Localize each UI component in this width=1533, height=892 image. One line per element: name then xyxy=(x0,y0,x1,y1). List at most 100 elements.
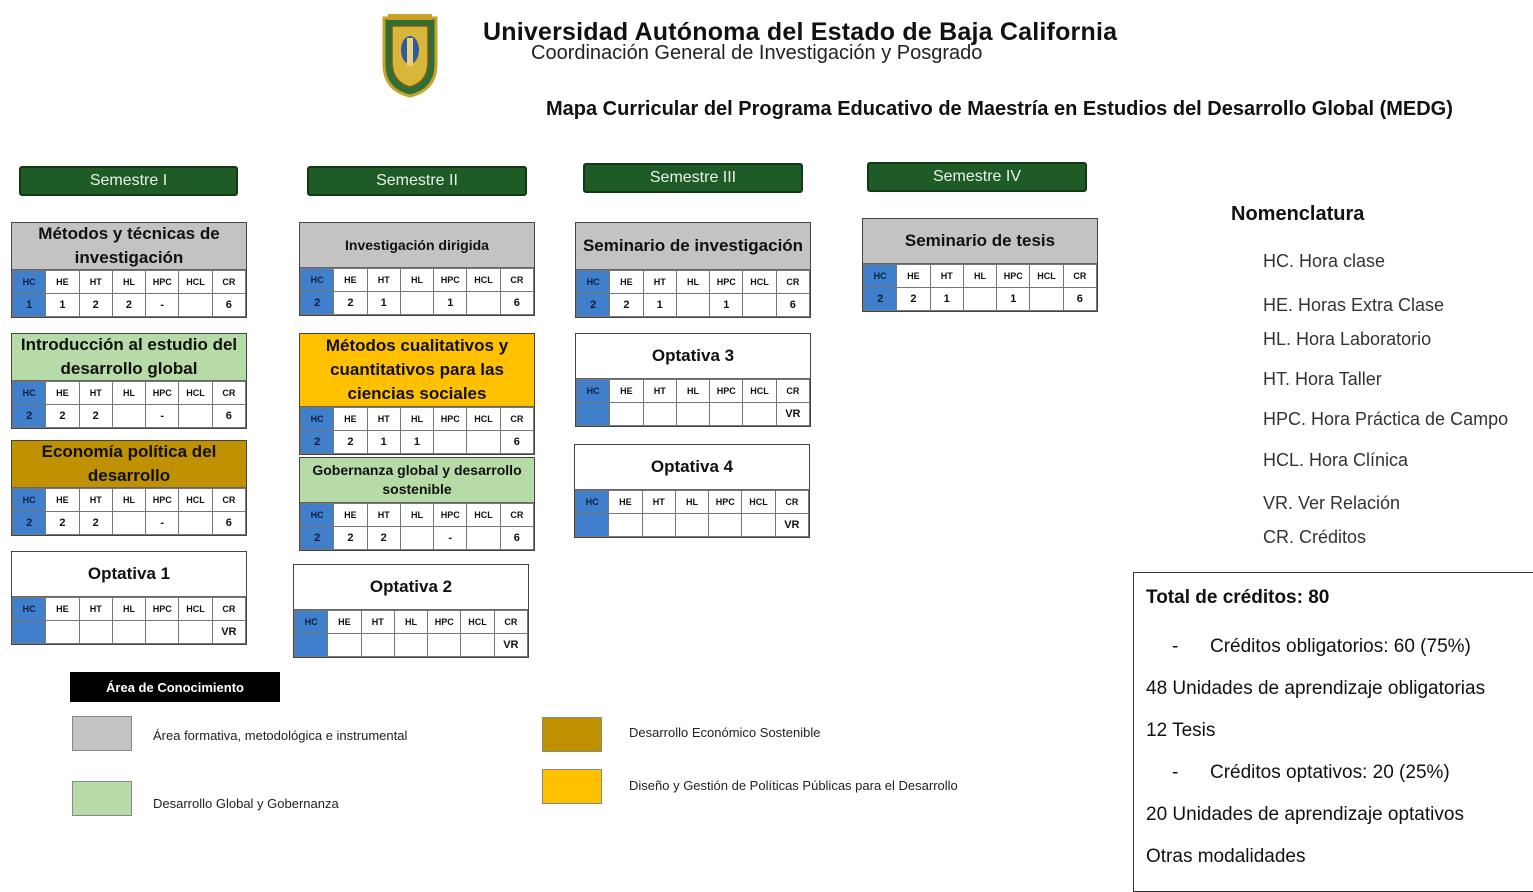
hour-value: VR xyxy=(774,513,810,537)
column-header: HPC xyxy=(433,407,468,431)
hour-value xyxy=(675,293,711,317)
column-header: HL xyxy=(111,488,147,512)
course-title: Métodos y técnicas de investigación xyxy=(12,223,246,270)
hour-value: 1 xyxy=(996,287,1031,311)
course-title: Economía política del desarrollo xyxy=(12,441,246,488)
hour-value: 6 xyxy=(499,291,535,315)
column-header: HPC xyxy=(433,268,468,292)
column-header: HT xyxy=(366,407,401,431)
optional-units: 20 Unidades de aprendizaje optativos xyxy=(1146,804,1464,825)
column-header: HC xyxy=(11,270,47,294)
hour-value: 1 xyxy=(399,430,435,454)
column-header: HL xyxy=(111,597,147,621)
hour-value xyxy=(178,511,213,535)
column-header: CR xyxy=(211,381,247,405)
hour-value: 1 xyxy=(709,293,744,317)
column-header: CR xyxy=(499,503,535,527)
hour-value: 2 xyxy=(333,291,368,315)
thesis-credits: 12 Tesis xyxy=(1146,720,1216,741)
column-header: HPC xyxy=(708,490,743,514)
hour-value xyxy=(111,620,147,644)
credits-bullet: - xyxy=(1172,762,1179,783)
hour-value xyxy=(674,513,710,537)
column-header: HT xyxy=(78,270,113,294)
legend-label: Área formativa, metodológica e instrumen… xyxy=(153,728,408,743)
hour-value xyxy=(111,511,147,535)
hour-value xyxy=(466,430,501,454)
course-title: Gobernanza global y desarrollo sostenibl… xyxy=(300,458,534,503)
column-header: HT xyxy=(929,264,964,288)
nomenclature-item: HL. Hora Laboratorio xyxy=(1263,329,1432,349)
hour-value xyxy=(393,633,429,657)
column-header: CR xyxy=(499,268,535,292)
column-header: HE xyxy=(333,503,368,527)
other-modalities: Otras modalidades xyxy=(1146,846,1306,867)
column-header: HC xyxy=(575,379,611,403)
column-header: HPC xyxy=(145,381,180,405)
nomenclature-item: CR. Créditos xyxy=(1263,527,1367,547)
hour-value: 2 xyxy=(45,404,80,428)
hour-value xyxy=(11,620,47,644)
hour-value xyxy=(709,402,744,426)
column-header: HE xyxy=(609,379,644,403)
hour-value xyxy=(78,620,113,644)
column-header: HL xyxy=(675,379,711,403)
hour-value: 6 xyxy=(211,293,247,317)
column-header: HCL xyxy=(466,503,501,527)
column-header: HPC xyxy=(145,270,180,294)
column-header: HCL xyxy=(742,270,777,294)
column-header: CR xyxy=(775,270,811,294)
column-header: HPC xyxy=(433,503,468,527)
hour-value: - xyxy=(433,526,468,550)
course-title: Optativa 4 xyxy=(575,445,809,490)
column-header: HPC xyxy=(709,270,744,294)
hour-value: 2 xyxy=(299,291,335,315)
semester-1-header: Semestre I xyxy=(19,166,238,196)
hour-value xyxy=(399,291,435,315)
column-header: CR xyxy=(493,610,529,634)
hour-value: 2 xyxy=(78,511,113,535)
column-header: HT xyxy=(78,488,113,512)
column-header: CR xyxy=(775,379,811,403)
nomenclature-title: Nomenclatura xyxy=(1231,203,1365,225)
hour-value xyxy=(399,526,435,550)
column-header: HT xyxy=(642,379,677,403)
hour-value: - xyxy=(145,511,180,535)
hour-value: - xyxy=(145,293,180,317)
column-header: HCL xyxy=(466,407,501,431)
hour-value xyxy=(742,293,777,317)
hour-value xyxy=(642,402,677,426)
column-header: HC xyxy=(11,488,47,512)
hour-value: 2 xyxy=(11,404,47,428)
column-header: HC xyxy=(574,490,610,514)
credits-summary-box: Total de créditos: 80 - Créditos obligat… xyxy=(1133,572,1533,892)
hour-value: 6 xyxy=(499,430,535,454)
hour-value xyxy=(427,633,462,657)
column-header: HE xyxy=(327,610,362,634)
column-header: CR xyxy=(1062,264,1098,288)
column-header: HC xyxy=(299,407,335,431)
course-title: Optativa 1 xyxy=(12,552,246,597)
hour-value: 2 xyxy=(862,287,898,311)
hour-value xyxy=(466,291,501,315)
column-header: HC xyxy=(862,264,898,288)
hour-value: 1 xyxy=(433,291,468,315)
hour-value: 2 xyxy=(575,293,611,317)
column-header: HCL xyxy=(742,379,777,403)
hour-value xyxy=(708,513,743,537)
hour-value: 1 xyxy=(642,293,677,317)
course-card-metodos-cualitativos: Métodos cualitativos y cuantitativos par… xyxy=(299,333,535,455)
hour-value xyxy=(178,293,213,317)
column-header: HL xyxy=(111,381,147,405)
column-header: HE xyxy=(896,264,931,288)
hour-value: 6 xyxy=(211,404,247,428)
legend-swatch xyxy=(542,769,602,804)
hour-value xyxy=(608,513,643,537)
hour-value: 2 xyxy=(896,287,931,311)
column-header: HE xyxy=(45,488,80,512)
